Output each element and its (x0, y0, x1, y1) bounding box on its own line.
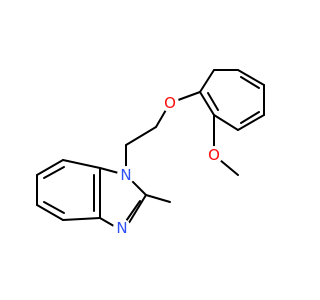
bond (240, 111, 260, 124)
bond (62, 217, 101, 221)
atom-o-methoxy-label: O (208, 146, 220, 164)
bond (43, 166, 65, 179)
bond (240, 76, 260, 89)
bond (36, 204, 64, 221)
bond (125, 126, 157, 146)
atom-n-3-label: N (116, 219, 127, 237)
molecule-structure: O O N N (36, 69, 265, 237)
atom-o-ether-label: O (164, 94, 176, 112)
atom-n-1: N (117, 166, 135, 184)
atom-o-ether: O (161, 94, 179, 112)
bond (36, 159, 64, 176)
bond (62, 159, 101, 169)
bond-lines (36, 69, 265, 230)
bond (145, 194, 171, 203)
bond (237, 114, 265, 131)
bond (207, 92, 219, 111)
atom-o-methoxy: O (205, 146, 223, 164)
structure-canvas: O O N N (36, 69, 265, 237)
bond (237, 69, 265, 86)
bond (43, 201, 65, 214)
atom-n-1-label: N (120, 166, 131, 184)
atom-n-3: N (113, 219, 131, 237)
bond (199, 69, 215, 93)
bond (213, 114, 239, 131)
bond (199, 91, 215, 116)
bond (123, 200, 141, 225)
bond (126, 194, 147, 227)
